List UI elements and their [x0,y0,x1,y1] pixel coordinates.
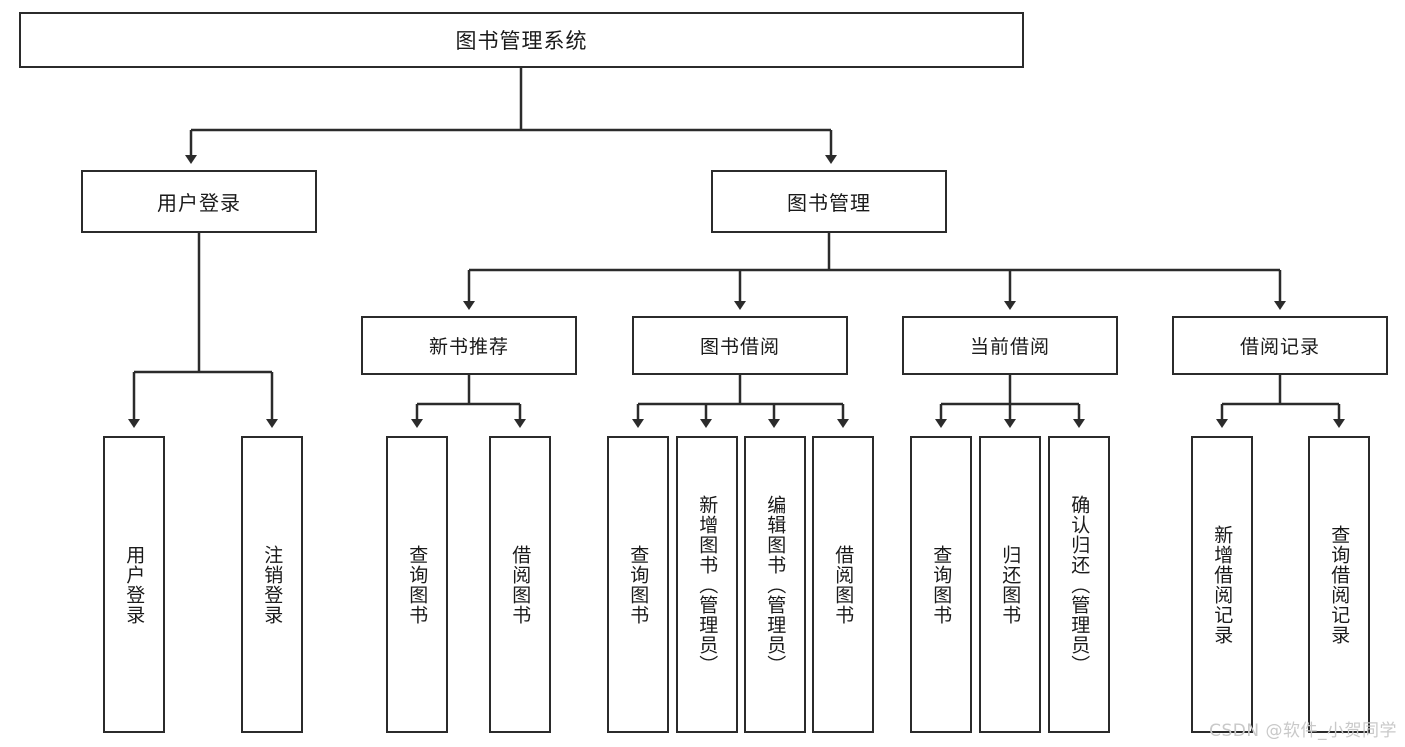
leaf-edit-book-admin-label: 编辑图书（管理员） [764,494,787,675]
leaf-user-login[interactable]: 用户登录 [103,436,165,733]
leaf-borrow-book-1[interactable]: 借阅图书 [489,436,551,733]
leaf-query-book-1-label: 查询图书 [406,544,429,625]
node-root[interactable]: 图书管理系统 [19,12,1024,68]
node-new-book-recommend[interactable]: 新书推荐 [361,316,577,375]
leaf-add-book-admin-label: 新增图书（管理员） [696,494,719,675]
node-user-login[interactable]: 用户登录 [81,170,317,233]
leaf-confirm-return-admin[interactable]: 确认归还（管理员） [1048,436,1110,733]
leaf-add-book-admin[interactable]: 新增图书（管理员） [676,436,738,733]
leaf-confirm-return-admin-label: 确认归还（管理员） [1068,494,1091,675]
node-user-login-label: 用户登录 [157,191,241,215]
node-book-borrow[interactable]: 图书借阅 [632,316,848,375]
leaf-borrow-book-2-label: 借阅图书 [832,544,855,625]
leaf-add-borrow-record[interactable]: 新增借阅记录 [1191,436,1253,733]
leaf-query-borrow-record[interactable]: 查询借阅记录 [1308,436,1370,733]
csdn-watermark: CSDN @软件_小贺同学 [1209,721,1397,741]
leaf-query-borrow-record-label: 查询借阅记录 [1328,524,1351,645]
leaf-user-login-label: 用户登录 [123,544,146,625]
leaf-query-book-2-label: 查询图书 [627,544,650,625]
leaf-edit-book-admin[interactable]: 编辑图书（管理员） [744,436,806,733]
leaf-borrow-book-1-label: 借阅图书 [509,544,532,625]
leaf-borrow-book-2[interactable]: 借阅图书 [812,436,874,733]
node-borrow-record[interactable]: 借阅记录 [1172,316,1388,375]
leaf-return-book-label: 归还图书 [999,544,1022,625]
node-borrow-record-label: 借阅记录 [1239,336,1320,358]
node-current-borrow-label: 当前借阅 [969,336,1050,358]
node-book-borrow-label: 图书借阅 [699,336,780,358]
node-root-label: 图书管理系统 [455,29,588,53]
leaf-query-book-3[interactable]: 查询图书 [910,436,972,733]
leaf-logout-login-label: 注销登录 [261,544,284,625]
node-new-book-recommend-label: 新书推荐 [428,336,509,358]
node-book-manage-label: 图书管理 [787,191,871,215]
leaf-query-book-3-label: 查询图书 [930,544,953,625]
node-current-borrow[interactable]: 当前借阅 [902,316,1118,375]
leaf-add-borrow-record-label: 新增借阅记录 [1211,524,1234,645]
leaf-query-book-2[interactable]: 查询图书 [607,436,669,733]
leaf-logout-login[interactable]: 注销登录 [241,436,303,733]
leaf-query-book-1[interactable]: 查询图书 [386,436,448,733]
node-book-manage[interactable]: 图书管理 [711,170,947,233]
leaf-return-book[interactable]: 归还图书 [979,436,1041,733]
